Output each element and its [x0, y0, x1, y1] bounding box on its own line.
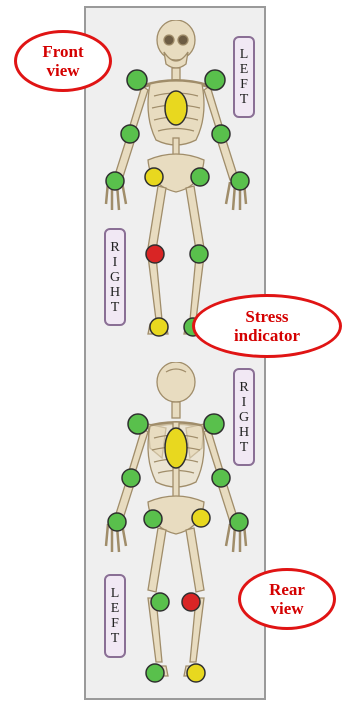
stress-marker-rear-right-knee[interactable]: [182, 593, 200, 611]
stress-marker-rear-right-ankle[interactable]: [187, 664, 205, 682]
stress-marker-rear-left-knee[interactable]: [151, 593, 169, 611]
stress-marker-right-elbow[interactable]: [121, 125, 139, 143]
stress-marker-rear-left-ankle[interactable]: [146, 664, 164, 682]
stress-marker-rear-right-shoulder[interactable]: [204, 414, 224, 434]
stress-marker-right-shoulder[interactable]: [127, 70, 147, 90]
stress-marker-left-knee[interactable]: [190, 245, 208, 263]
stress-marker-right-hip[interactable]: [145, 168, 163, 186]
stress-marker-rear-left-elbow[interactable]: [122, 469, 140, 487]
stress-indicator-callout: Stress indicator: [192, 294, 342, 358]
stress-marker-chest[interactable]: [165, 91, 187, 125]
stress-marker-left-wrist[interactable]: [231, 172, 249, 190]
rear-left-label: L E F T: [104, 574, 126, 658]
stress-marker-rear-right-hip[interactable]: [192, 509, 210, 527]
front-right-label: R I G H T: [104, 228, 126, 326]
stress-marker-rear-left-hip[interactable]: [144, 510, 162, 528]
stress-marker-back[interactable]: [165, 428, 187, 468]
stress-marker-rear-left-wrist[interactable]: [108, 513, 126, 531]
stress-marker-right-ankle[interactable]: [150, 318, 168, 336]
stress-marker-rear-right-wrist[interactable]: [230, 513, 248, 531]
stress-marker-left-elbow[interactable]: [212, 125, 230, 143]
stress-marker-rear-right-elbow[interactable]: [212, 469, 230, 487]
stress-marker-rear-left-shoulder[interactable]: [128, 414, 148, 434]
stress-marker-right-knee[interactable]: [146, 245, 164, 263]
front-view-callout: Front view: [14, 30, 112, 92]
stress-marker-left-shoulder[interactable]: [205, 70, 225, 90]
stress-marker-right-wrist[interactable]: [106, 172, 124, 190]
rear-right-label: R I G H T: [233, 368, 255, 466]
rear-view-callout: Rear view: [238, 568, 336, 630]
stress-marker-left-hip[interactable]: [191, 168, 209, 186]
front-left-label: L E F T: [233, 36, 255, 118]
